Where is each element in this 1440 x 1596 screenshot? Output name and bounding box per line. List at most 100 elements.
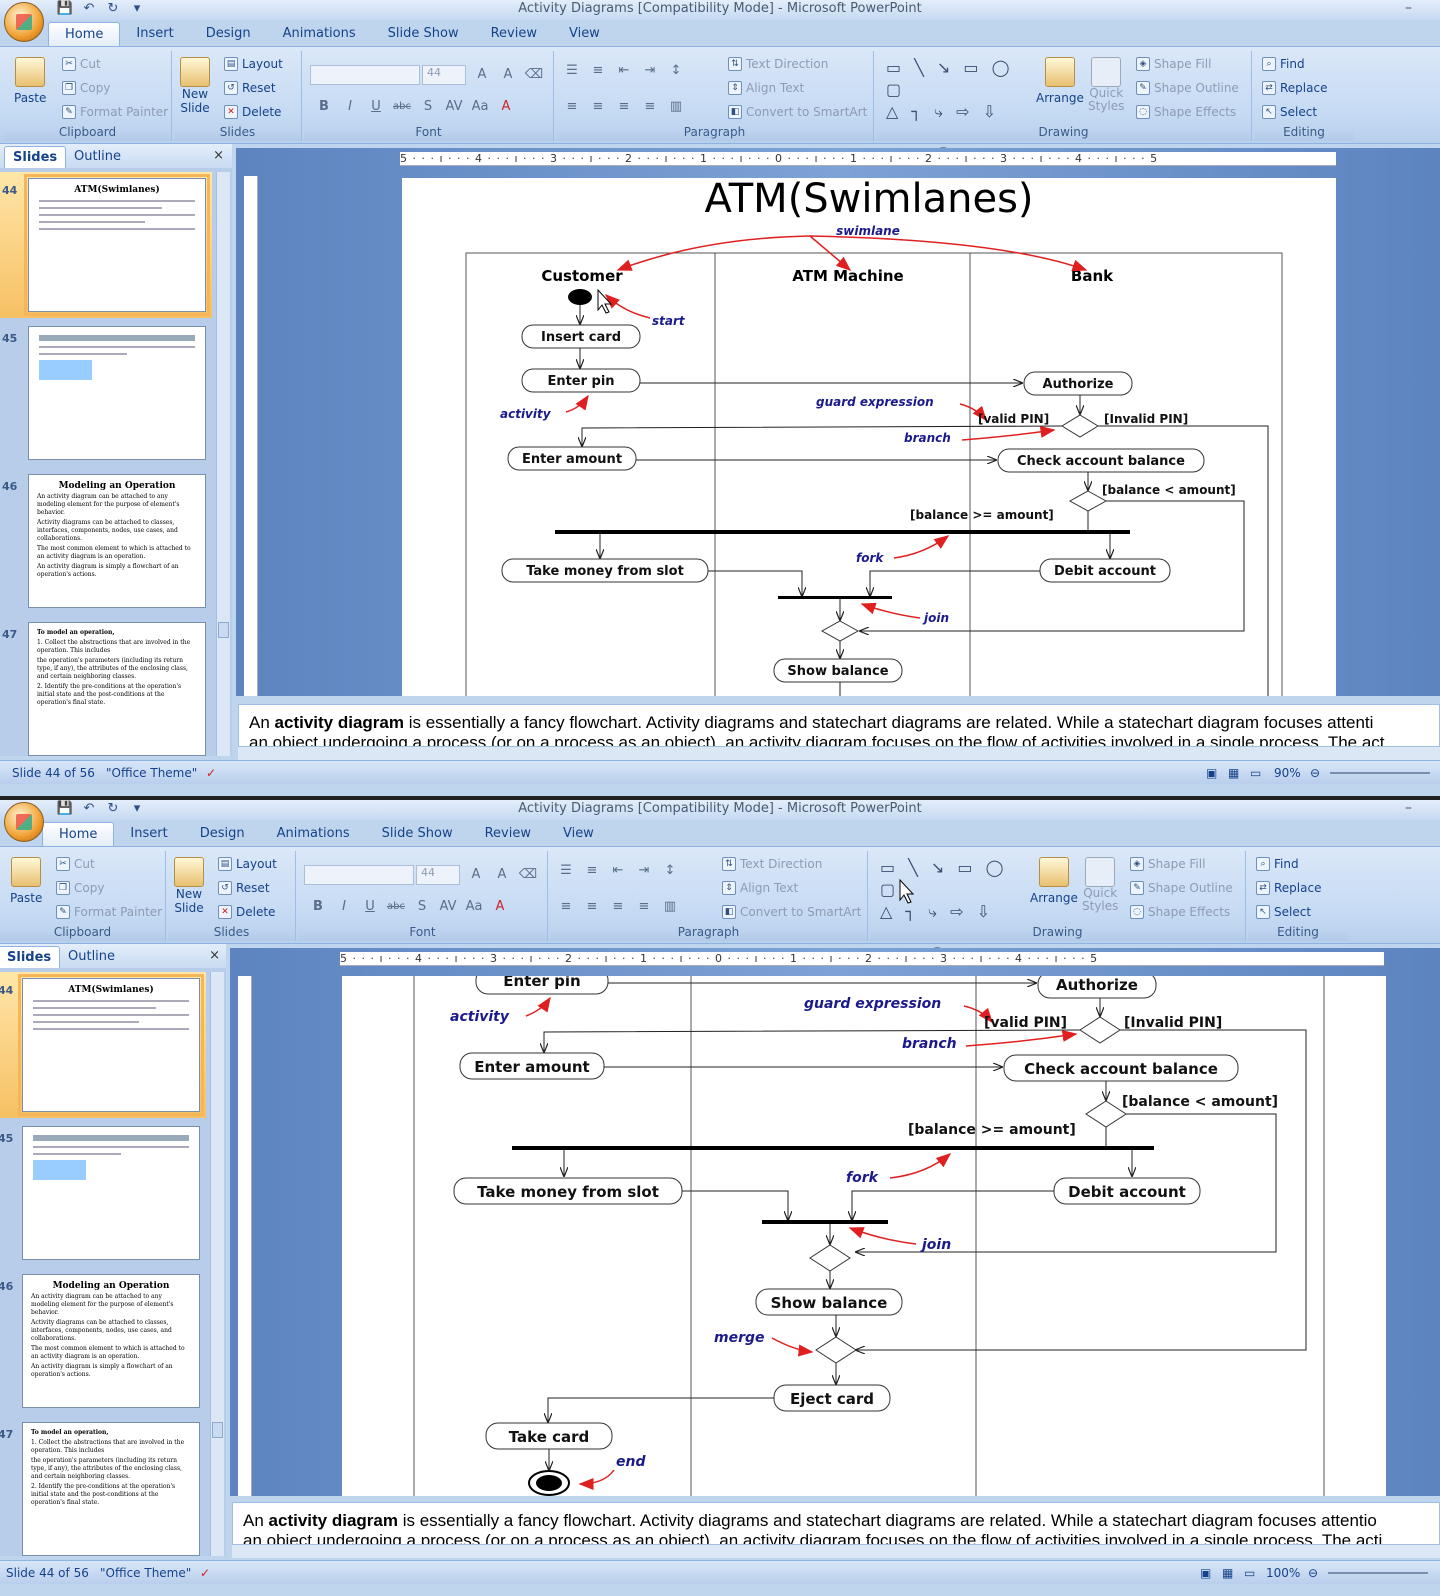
notes-pane[interactable]: An activity diagram is essentially a fan… (238, 704, 1440, 752)
shrink-font-icon[interactable]: A (503, 67, 513, 82)
tab-home[interactable]: Home (48, 22, 121, 46)
scroll-thumb[interactable] (218, 622, 229, 638)
line-spacing-icon[interactable]: ↕ (664, 863, 676, 878)
shape-effects-button[interactable]: ◌Shape Effects (1136, 105, 1236, 119)
shape-outline-button[interactable]: ✎Shape Outline (1130, 881, 1233, 895)
copy-button[interactable]: ❐Copy (56, 881, 104, 895)
customize-qat-icon[interactable]: ▾ (133, 1, 141, 16)
slides-panel-scrollbar[interactable] (210, 972, 224, 1556)
font-name-box[interactable] (310, 65, 420, 85)
shrink-font-icon[interactable]: A (497, 867, 507, 882)
find-button[interactable]: ⌕Find (1256, 857, 1299, 871)
tab-animations[interactable]: Animations (282, 26, 356, 41)
line-spacing-icon[interactable]: ↕ (670, 63, 682, 78)
tab-slide-show[interactable]: Slide Show (381, 826, 453, 841)
clear-format-icon[interactable]: ⌫ (524, 67, 544, 82)
view-sorter-icon[interactable]: ▦ (1222, 1566, 1234, 1580)
slides-panel-scrollbar[interactable] (216, 172, 230, 756)
minimize-button[interactable]: – (1405, 0, 1412, 16)
horizontal-scrollbar[interactable] (232, 1544, 1440, 1558)
numbering-icon[interactable]: ≡ (592, 63, 604, 78)
font-size-box[interactable]: 44 (416, 865, 460, 885)
slide-canvas[interactable]: ATM(Swimlanes) Customer ATM Machine Bank… (402, 178, 1336, 696)
shape-fill-button[interactable]: ◈Shape Fill (1130, 857, 1205, 871)
increase-indent-icon[interactable]: ⇥ (644, 63, 656, 78)
zoom-slider[interactable] (1328, 1572, 1428, 1574)
find-button[interactable]: ⌕Find (1262, 57, 1305, 71)
tab-outline[interactable]: Outline (74, 149, 122, 164)
change-case-icon[interactable]: Aa (465, 899, 483, 914)
cut-button[interactable]: ✂Cut (56, 857, 95, 871)
layout-button[interactable]: ▤Layout (224, 57, 283, 71)
align-right-icon[interactable]: ≡ (618, 99, 630, 114)
justify-icon[interactable]: ≡ (638, 899, 650, 914)
clear-format-icon[interactable]: ⌫ (518, 867, 538, 882)
bold-icon[interactable]: B (313, 899, 323, 914)
tab-home[interactable]: Home (42, 822, 115, 846)
numbering-icon[interactable]: ≡ (586, 863, 598, 878)
align-text-button[interactable]: ⇕Align Text (722, 881, 798, 895)
strikethrough-icon[interactable]: abc (393, 101, 411, 112)
paste-button[interactable]: Paste (10, 857, 42, 905)
view-sorter-icon[interactable]: ▦ (1228, 766, 1240, 780)
replace-button[interactable]: ⇄Replace (1262, 81, 1327, 95)
tab-view[interactable]: View (568, 26, 600, 41)
office-button[interactable] (4, 2, 44, 42)
text-direction-button[interactable]: ⇅Text Direction (722, 857, 822, 871)
format-painter-button[interactable]: ✎Format Painter (62, 105, 168, 119)
slide-thumb-44[interactable]: ATM(Swimlanes) (24, 174, 210, 316)
reset-button[interactable]: ↺Reset (224, 81, 276, 95)
redo-icon[interactable]: ↻ (107, 801, 119, 816)
tab-slide-show[interactable]: Slide Show (387, 26, 459, 41)
shape-effects-button[interactable]: ◌Shape Effects (1130, 905, 1230, 919)
columns-icon[interactable]: ▥ (663, 899, 677, 914)
format-painter-button[interactable]: ✎Format Painter (56, 905, 162, 919)
delete-button[interactable]: ✕Delete (218, 905, 275, 919)
undo-icon[interactable]: ↶ (83, 801, 95, 816)
select-button[interactable]: ↖Select (1256, 905, 1311, 919)
zoom-out-icon[interactable]: ⊖ (1308, 1566, 1319, 1580)
align-left-icon[interactable]: ≡ (560, 899, 572, 914)
tab-view[interactable]: View (562, 826, 594, 841)
copy-button[interactable]: ❐Copy (62, 81, 110, 95)
italic-icon[interactable]: I (342, 899, 346, 914)
bullets-icon[interactable]: ☰ (560, 863, 572, 878)
spellcheck-icon[interactable]: ✓ (200, 1566, 211, 1580)
tab-design[interactable]: Design (205, 26, 251, 41)
tab-slides[interactable]: Slides (4, 146, 67, 168)
slide-canvas-zoomed[interactable]: Enter pin Authorize activity guard expre… (342, 976, 1386, 1496)
save-icon[interactable]: 💾 (56, 801, 74, 816)
slide-thumb-45[interactable] (22, 1126, 200, 1260)
arrange-button[interactable]: Arrange (1030, 857, 1078, 905)
zoom-level[interactable]: 100% (1266, 1566, 1301, 1580)
scroll-thumb[interactable] (212, 1422, 223, 1438)
shadow-icon[interactable]: S (423, 99, 433, 114)
align-center-icon[interactable]: ≡ (592, 99, 604, 114)
tab-insert[interactable]: Insert (130, 826, 168, 841)
zoom-level[interactable]: 90% (1274, 766, 1301, 780)
tab-animations[interactable]: Animations (276, 826, 350, 841)
char-spacing-icon[interactable]: AV (445, 99, 463, 114)
delete-button[interactable]: ✕Delete (224, 105, 281, 119)
underline-icon[interactable]: U (371, 99, 381, 114)
redo-icon[interactable]: ↻ (107, 1, 119, 16)
align-text-button[interactable]: ⇕Align Text (728, 81, 804, 95)
save-icon[interactable]: 💾 (56, 1, 74, 16)
close-panel-icon[interactable]: × (213, 148, 224, 163)
view-normal-icon[interactable]: ▣ (1206, 766, 1218, 780)
bullets-icon[interactable]: ☰ (566, 63, 578, 78)
justify-icon[interactable]: ≡ (644, 99, 656, 114)
align-right-icon[interactable]: ≡ (612, 899, 624, 914)
slide-thumb-47[interactable]: To model an operation,1. Collect the abs… (28, 622, 206, 756)
tab-review[interactable]: Review (484, 826, 531, 841)
tab-outline[interactable]: Outline (68, 949, 116, 964)
minimize-button[interactable]: – (1405, 800, 1412, 816)
notes-pane[interactable]: An activity diagram is essentially a fan… (232, 1502, 1440, 1550)
office-button[interactable] (4, 802, 44, 842)
grow-font-icon[interactable]: A (471, 867, 481, 882)
grow-font-icon[interactable]: A (477, 67, 487, 82)
italic-icon[interactable]: I (348, 99, 352, 114)
